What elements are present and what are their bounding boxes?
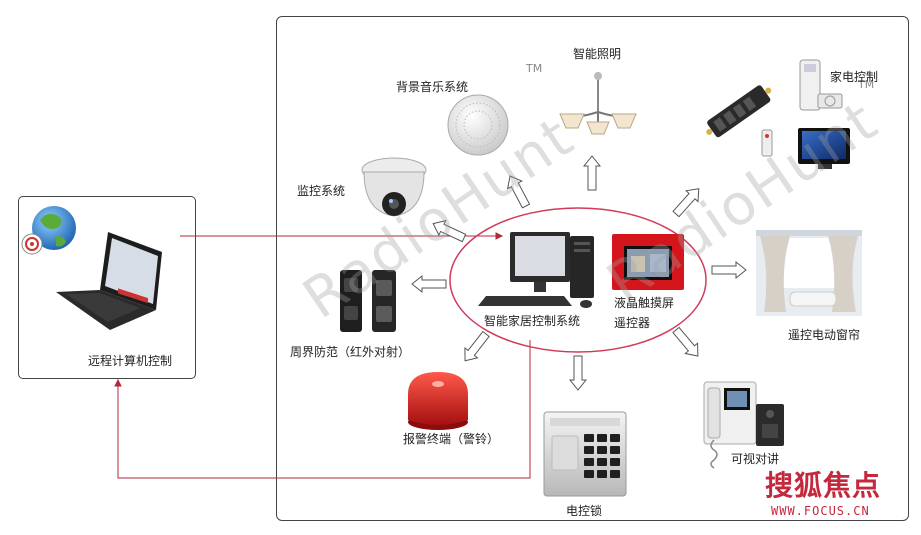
arrow-to-perimeter — [411, 274, 447, 294]
chandelier-icon — [559, 72, 637, 135]
focus-logo: 搜狐焦点 WWW.FOCUS.CN — [765, 464, 915, 526]
label-remote: 遥控器 — [614, 316, 651, 330]
arrow-to-curtain — [711, 260, 747, 280]
globe-icon — [21, 206, 76, 255]
label-music: 背景音乐系统 — [396, 80, 469, 94]
arrow-to-lock — [568, 355, 588, 391]
label-intercom: 可视对讲 — [731, 452, 780, 466]
arrow-to-alarm — [464, 330, 490, 362]
arrow-to-lighting — [582, 155, 602, 191]
label-surveillance: 监控系统 — [297, 184, 346, 198]
keypad-lock-icon — [543, 411, 627, 497]
label-touchscreen: 液晶触摸屏 — [614, 296, 675, 310]
beam-sensor-icon — [340, 270, 396, 332]
label-remote-pc: 远程计算机控制 — [88, 354, 173, 368]
arrow-to-appliance — [672, 188, 700, 218]
hub-arrows — [411, 155, 747, 391]
label-alarm: 报警终端（警铃） — [403, 432, 500, 446]
arrow-to-music — [506, 175, 531, 209]
label-hub: 智能家居控制系统 — [484, 314, 581, 328]
arrow-to-intercom — [672, 326, 699, 357]
label-lock: 电控锁 — [566, 504, 603, 518]
hub-ellipse — [449, 207, 707, 353]
laptop-icon — [56, 232, 162, 330]
system-frame — [276, 16, 909, 521]
ceiling-speaker-icon — [447, 94, 509, 156]
label-lighting: 智能照明 — [573, 47, 622, 61]
appliance-group-icon — [706, 59, 850, 169]
curtain-room-icon — [756, 230, 862, 316]
dome-camera-icon — [361, 157, 427, 217]
arrow-to-surveillance — [432, 219, 467, 243]
label-curtain: 遥控电动窗帘 — [788, 328, 861, 342]
video-intercom-icon — [703, 381, 784, 469]
remote-link-lines — [114, 232, 531, 479]
watermark-tm-left: TM — [526, 62, 543, 75]
alarm-bell-icon — [408, 372, 468, 430]
remote-pc-frame — [18, 196, 196, 379]
watermark-tm-right: TM — [858, 78, 875, 91]
label-perimeter: 周界防范（红外对射） — [290, 345, 411, 359]
logo-name: 搜狐焦点 — [765, 469, 882, 502]
label-appliance: 家电控制 — [830, 70, 879, 84]
logo-url: WWW.FOCUS.CN — [771, 504, 870, 518]
touchscreen-panel-icon — [612, 234, 684, 290]
desktop-computer-icon — [478, 232, 594, 308]
